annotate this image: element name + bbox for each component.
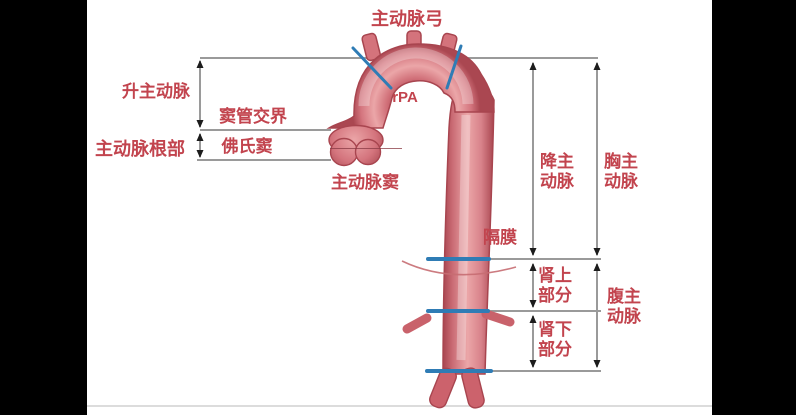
label-sinus-of-valsalva: 佛氏窦 [221, 137, 273, 156]
label-suprarenal-segment: 肾上 部分 [538, 266, 572, 305]
diaphragm-arc [401, 260, 517, 276]
right-letterbox [712, 0, 796, 415]
label-infrarenal-segment: 肾下 部分 [538, 320, 572, 359]
arch-boundary-right-marker [445, 44, 463, 90]
label-aortic-arch: 主动脉弓 [371, 9, 443, 29]
blue-level-markers [351, 44, 493, 373]
measurement-arrows [196, 60, 601, 368]
aorta-illustration [326, 30, 515, 409]
label-aortic-root: 主动脉根部 [95, 139, 185, 159]
renal-artery-left [402, 313, 432, 334]
label-aortic-sinus: 主动脉窦 [331, 173, 399, 192]
label-sinotubular-junction: 窦管交界 [219, 107, 287, 126]
label-diaphragm: 隔膜 [483, 228, 517, 247]
label-ascending-aorta: 升主动脉 [122, 82, 190, 101]
label-descending-aorta: 降主 动脉 [540, 152, 574, 191]
left-letterbox [0, 0, 87, 415]
sinus-lobe-right [354, 138, 382, 166]
label-rpa: rPA [392, 89, 418, 106]
iliac-right [461, 367, 485, 409]
arch-highlight [358, 47, 474, 107]
descending-aorta-tube [442, 81, 495, 375]
renal-artery-right [481, 309, 515, 327]
label-thoracic-aorta: 胸主 动脉 [604, 152, 638, 191]
tube-highlight [456, 114, 471, 361]
slide-bottom-edge [87, 405, 712, 407]
label-abdominal-aorta: 腹主 动脉 [607, 287, 641, 326]
sinus-lobe-left [329, 137, 359, 167]
arch-boundary-left-marker [351, 46, 393, 90]
